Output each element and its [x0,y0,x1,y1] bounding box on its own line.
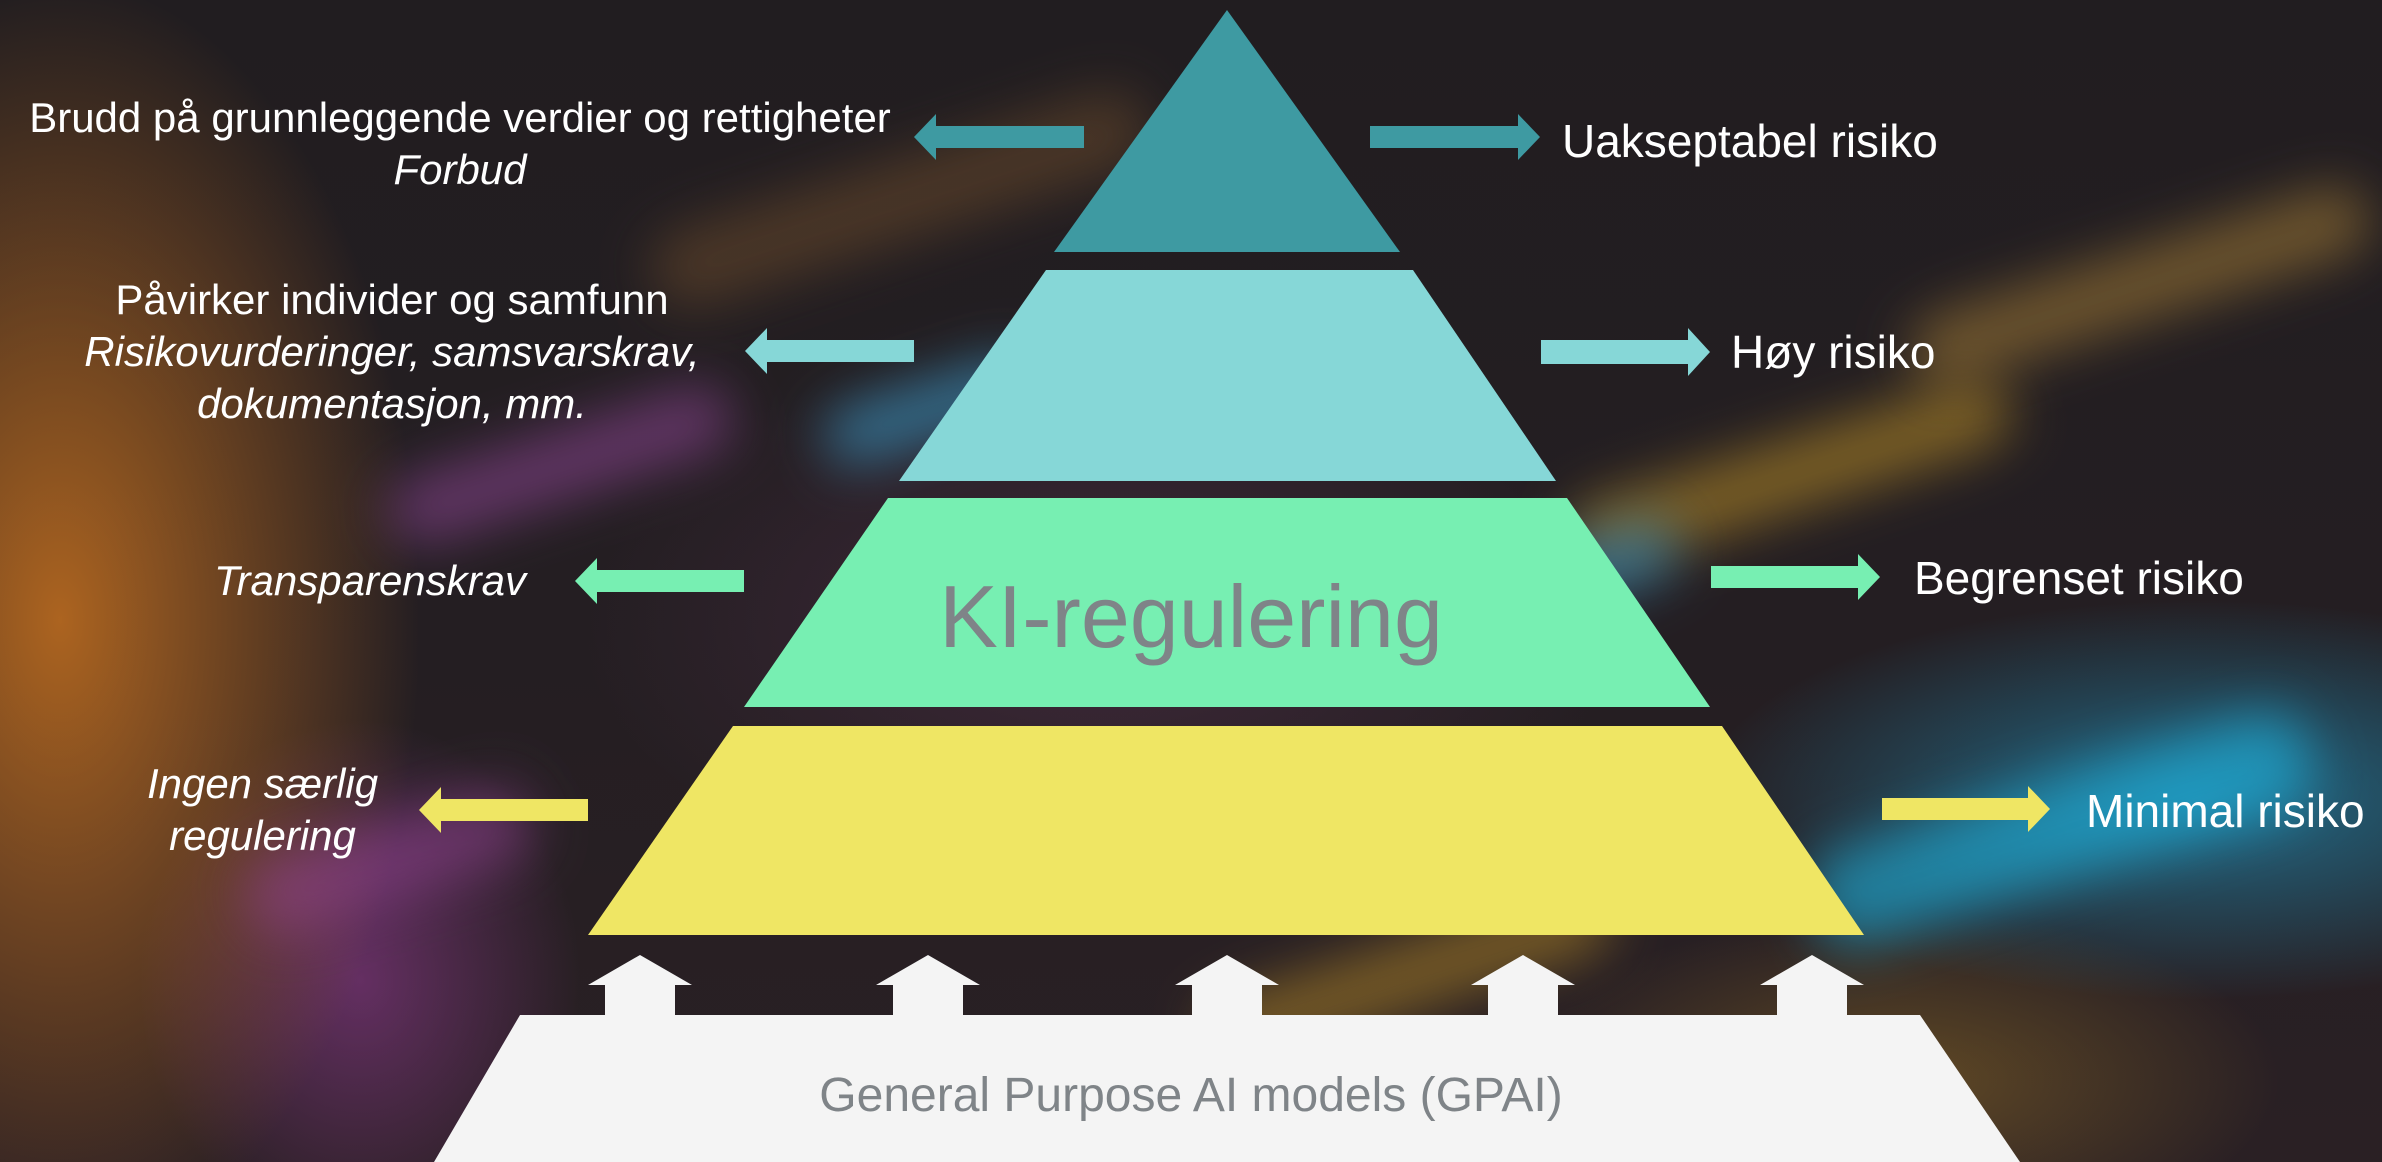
consequence-minimal-line1: Ingen særlig [146,760,379,807]
left-arrow-icon [914,114,1084,160]
tier-unacceptable-risk [1054,10,1400,252]
right-arrow-icon [1541,328,1710,376]
consequence-high-line1: Påvirker individer og samfunn [115,276,669,323]
diagram-title: KI-regulering [939,567,1443,666]
risk-label-limited: Begrenset risiko [1914,552,2244,604]
up-arrow-icon [588,955,692,1016]
gpai-base [434,1015,2020,1162]
left-arrow-icon [575,558,744,604]
consequence-high-line2: Risikovurderinger, samsvarskrav, [84,328,700,375]
risk-label-high: Høy risiko [1731,326,1936,378]
consequence-high-line3: dokumentasjon, mm. [197,380,587,427]
up-arrow-icon [1175,955,1279,1016]
right-arrow-icon [1711,554,1880,600]
consequence-minimal-line2: regulering [169,812,356,859]
up-arrow-icon [1471,955,1575,1016]
consequence-limited: Transparenskrav [214,557,527,604]
consequence-unacceptable-line1: Brudd på grunnleggende verdier og rettig… [29,94,891,141]
up-arrow-icon [876,955,980,1016]
tier-minimal-risk [588,726,1864,935]
left-arrow-icon [745,328,914,374]
tier-limited-risk [744,498,1710,707]
risk-label-unacceptable: Uakseptabel risiko [1562,115,1938,167]
tier-high-risk [899,270,1556,481]
risk-label-minimal: Minimal risiko [2086,785,2365,837]
consequence-unacceptable: Brudd på grunnleggende verdier og rettig… [0,92,920,196]
right-arrow-icon [1882,786,2050,832]
consequence-unacceptable-line2: Forbud [393,146,527,193]
up-arrow-icon [1760,955,1864,1016]
consequence-high: Påvirker individer og samfunn Risikovurd… [40,274,744,430]
right-arrow-icon [1370,114,1540,160]
gpai-label: General Purpose AI models (GPAI) [819,1069,1563,1122]
consequence-minimal: Ingen særlig regulering [110,758,415,862]
left-arrow-icon [419,787,588,833]
